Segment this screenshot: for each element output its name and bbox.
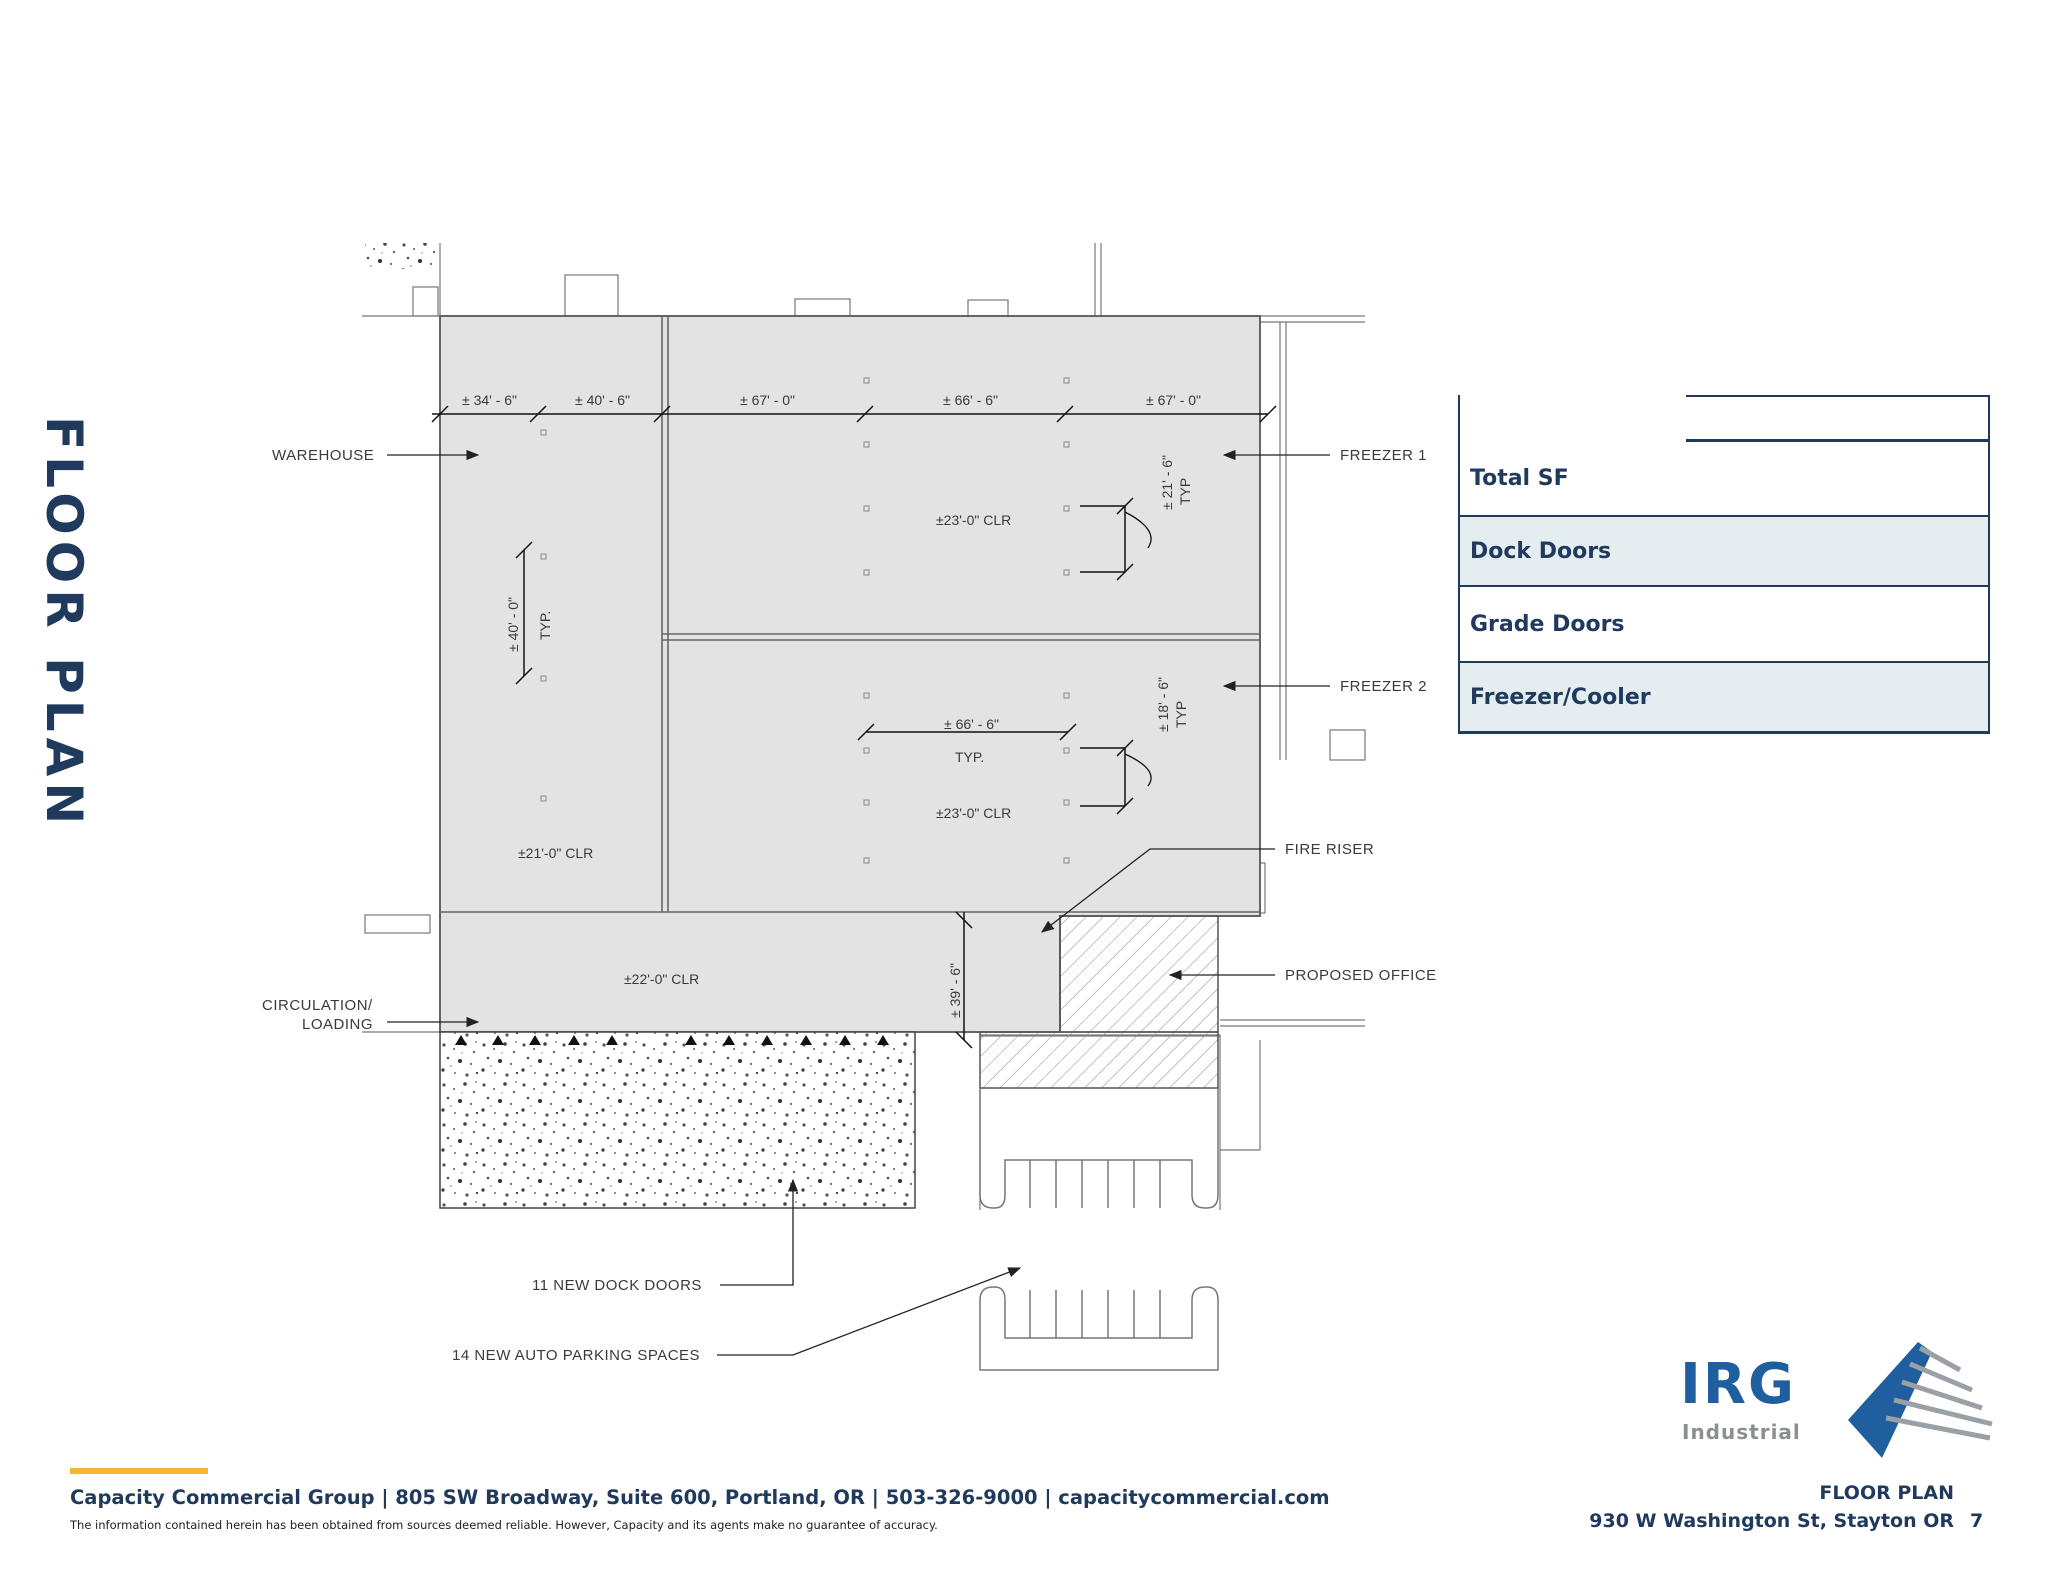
label-dock-doors: 11 NEW DOCK DOORS [532, 1277, 702, 1294]
dim-3: ± 67' - 0" [740, 392, 795, 408]
dim-1: ± 34' - 6" [462, 392, 517, 408]
dim-warehouse-typ: TYP. [537, 611, 553, 640]
stats-row-total-sf: Total SF [1470, 465, 1569, 491]
header-rule-top [1686, 395, 1990, 397]
footer-accent-bar [70, 1468, 208, 1474]
column-grid [540, 377, 1070, 864]
dim-2: ± 40' - 6" [575, 392, 630, 408]
label-warehouse: WAREHOUSE [272, 447, 374, 464]
footer-page-title: FLOOR PLAN [1819, 1482, 1954, 1504]
dim-5: ± 67' - 0" [1146, 392, 1201, 408]
dim-4: ± 66' - 6" [943, 392, 998, 408]
label-freezer2: FREEZER 2 [1340, 678, 1427, 695]
footer-page-number: 7 [1970, 1510, 1984, 1532]
dock-door-markers [455, 1035, 889, 1045]
stats-row-dock-doors: Dock Doors [1460, 515, 1988, 585]
stats-row-grade-doors: Grade Doors [1460, 585, 1988, 661]
irg-logo-wordmark: IRG [1680, 1352, 1796, 1417]
floor-fill-patch [441, 912, 1059, 920]
label-freezer1: FREEZER 1 [1340, 447, 1427, 464]
footer-disclaimer: The information contained herein has bee… [70, 1518, 938, 1532]
leader-lines [387, 449, 1330, 1356]
dim-freezer1-bay: ± 21' - 6" [1159, 455, 1175, 510]
clear-height-freezer1: ±23'-0" CLR [936, 512, 1011, 528]
office-annex [979, 1031, 1219, 1089]
building-outline [439, 315, 1261, 917]
dim-freezer2-bay: ± 18' - 6" [1155, 677, 1171, 732]
label-circulation-1: CIRCULATION/ [262, 997, 373, 1014]
dim-warehouse-bay: ± 40' - 0" [505, 597, 521, 652]
clear-height-freezer2: ±23'-0" CLR [936, 805, 1011, 821]
stats-row-freezer-cooler: Freezer/Cooler [1460, 661, 1988, 731]
irg-logo-subtitle: Industrial [1682, 1420, 1801, 1444]
dimension-lines [431, 405, 1277, 1049]
dock-apron [439, 1031, 916, 1209]
clear-height-circulation: ±22'-0" CLR [624, 971, 699, 987]
footer-property-address: 930 W Washington St, Stayton OR [1589, 1510, 1954, 1532]
label-fire-riser: FIRE RISER [1285, 841, 1374, 858]
proposed-office-area [1059, 915, 1219, 1033]
header-rule-bottom [1686, 439, 1990, 442]
irg-logo-icon [1848, 1342, 1993, 1458]
footer-contact-line: Capacity Commercial Group | 805 SW Broad… [70, 1486, 1330, 1509]
parking-layout [979, 1088, 1219, 1371]
label-circulation-2: LOADING [302, 1016, 373, 1033]
dim-freezer2-typ-label: TYP. [955, 749, 984, 765]
stats-table-header [1460, 395, 1990, 442]
dim-circulation-depth: ± 39' - 6" [947, 963, 963, 1018]
clear-height-warehouse: ±21'-0" CLR [518, 845, 593, 861]
property-stats-table: Total SF Dock Doors Grade Doors Freezer/… [1458, 395, 1990, 734]
dim-freezer2-typ: TYP [1173, 701, 1189, 728]
dim-freezer2-span: ± 66' - 6" [944, 716, 999, 732]
dim-freezer1-typ: TYP [1177, 478, 1193, 505]
label-proposed-office: PROPOSED OFFICE [1285, 967, 1437, 984]
label-parking: 14 NEW AUTO PARKING SPACES [452, 1347, 700, 1364]
